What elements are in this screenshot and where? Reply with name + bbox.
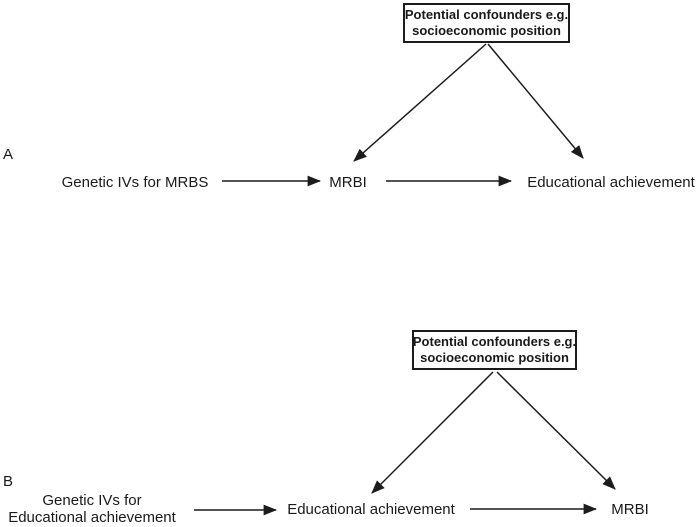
panel-b-exposure-node: Educational achievement <box>287 501 455 518</box>
panel-a-exposure-node: MRBI <box>329 174 367 191</box>
panel-a-confounders-line2: socioeconomic position <box>412 23 561 38</box>
panel-b-instrument-line2: Educational achievement <box>8 509 176 526</box>
panel-b-confounders-box: Potential confounders e.g. socioeconomic… <box>412 330 577 370</box>
arrow-a-confounders-to-exposure <box>353 43 487 162</box>
panel-b-outcome-node: MRBI <box>611 501 649 518</box>
panel-a-outcome-node: Educational achievement <box>527 174 695 191</box>
panel-b-label: B <box>3 473 14 490</box>
panel-b-confounders-line2: socioeconomic position <box>420 350 569 365</box>
arrow-b-confounders-to-exposure <box>371 371 494 494</box>
panel-b-confounders-line1: Potential confounders e.g. <box>412 334 577 349</box>
panel-b-instrument-line1: Genetic IVs for <box>42 492 142 509</box>
arrow-b-confounders-to-outcome <box>496 371 616 490</box>
panel-a-confounders-box: Potential confounders e.g. socioeconomic… <box>403 3 570 43</box>
panel-a-instrument-node: Genetic IVs for MRBS <box>61 174 209 191</box>
arrow-a-confounders-to-outcome <box>487 43 584 159</box>
panel-a-confounders-line1: Potential confounders e.g. <box>404 7 569 22</box>
panel-a-label: A <box>3 146 14 163</box>
panel-b-instrument-node: Genetic IVs for Educational achievement <box>8 492 176 526</box>
